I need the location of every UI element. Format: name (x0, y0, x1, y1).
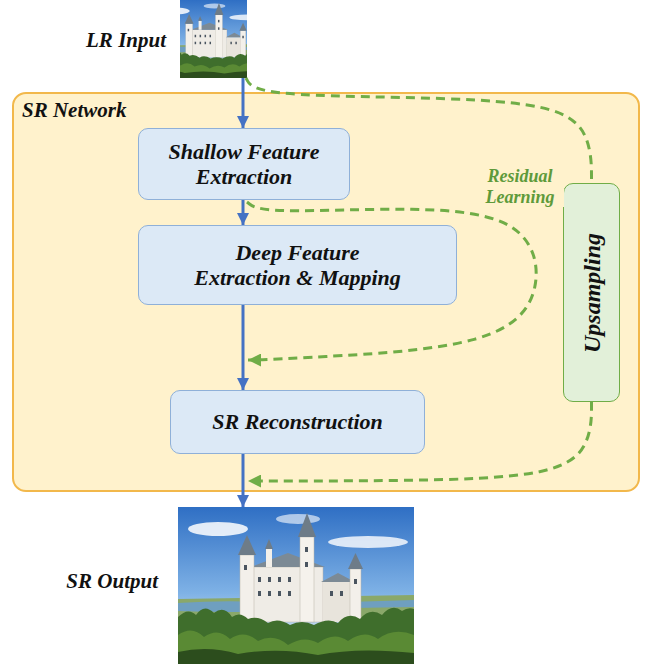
input-image: LR Input (180, 0, 247, 78)
process-box: Shallow Feature Extraction (138, 128, 350, 200)
flow-arrow (242, 454, 245, 507)
skip-connection (248, 402, 592, 481)
flow-arrow (242, 78, 245, 128)
process-box: SR Reconstruction (170, 390, 425, 454)
input-photo (155, 0, 272, 78)
box-label: Upsampling (578, 232, 605, 352)
output-image: SR Output (178, 507, 414, 664)
edge-label: Residual Learning (476, 166, 564, 207)
box-label: Shallow Feature Extraction (149, 139, 339, 190)
image-label: SR Output (66, 569, 158, 594)
box-label: Deep Feature Extraction & Mapping (185, 240, 410, 291)
flow-arrow (242, 305, 245, 390)
box-label: SR Reconstruction (212, 409, 383, 434)
network-region: SR NetworkShallow Feature ExtractionDeep… (12, 92, 640, 492)
image-label: LR Input (86, 28, 166, 53)
upsampling-box: Upsampling (563, 183, 620, 402)
skip-connection (246, 78, 592, 183)
flow-arrow (242, 200, 245, 225)
skip-connection (247, 202, 536, 360)
process-box: Deep Feature Extraction & Mapping (138, 225, 457, 305)
region-title: SR Network (22, 98, 126, 123)
output-photo (178, 507, 414, 664)
